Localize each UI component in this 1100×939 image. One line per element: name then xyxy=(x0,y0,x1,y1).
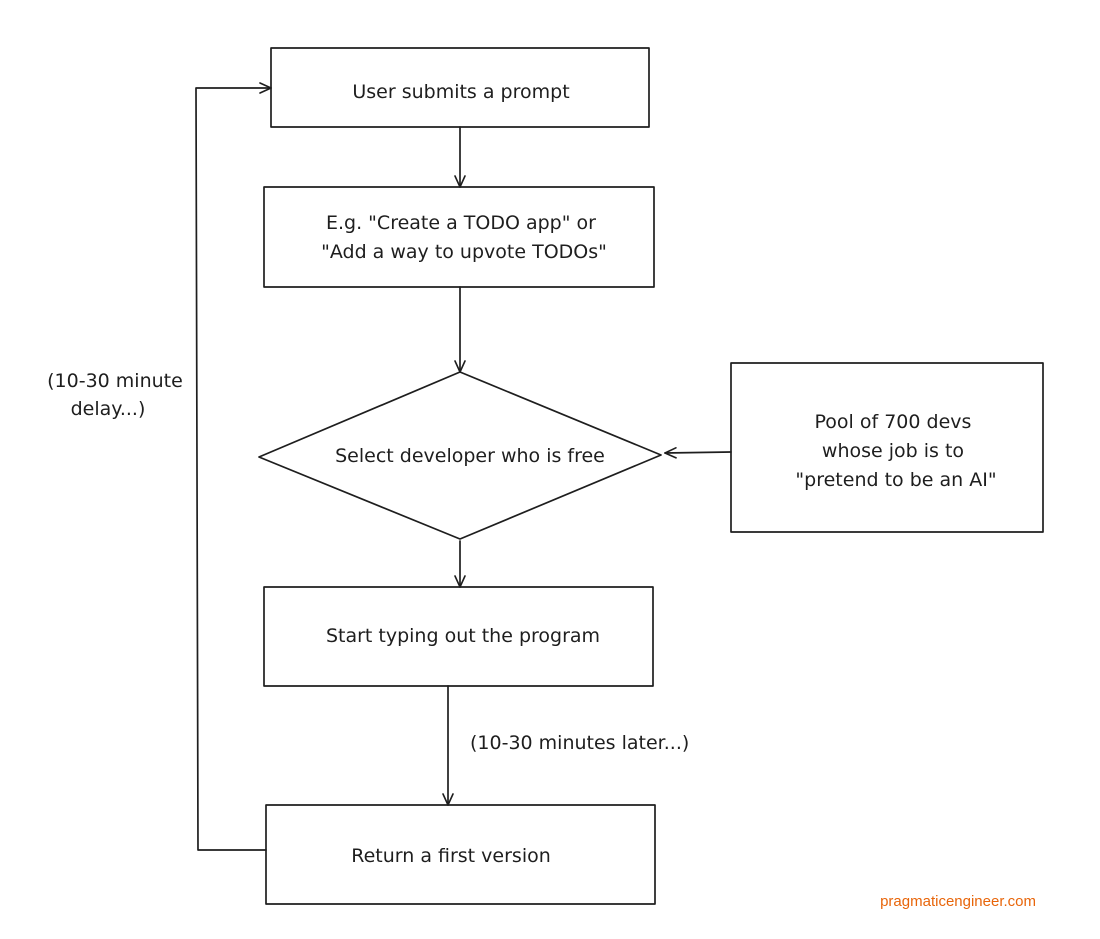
connectors xyxy=(195,82,732,851)
annotation-minute-delay-line-2: delay...) xyxy=(71,398,146,420)
label-user-submits: User submits a prompt xyxy=(352,81,569,103)
annotations: (10-30 minutes later...) (10-30 minute d… xyxy=(47,370,689,754)
node-box-dev-pool[interactable] xyxy=(730,362,1044,533)
node-labels: User submits a prompt E.g. "Create a TOD… xyxy=(321,81,996,867)
node-box-user-submits[interactable] xyxy=(270,47,650,128)
label-example-prompts: E.g. "Create a TODO app" or "Add a way t… xyxy=(321,212,607,263)
arrow-pool-to-select xyxy=(664,447,732,459)
label-select-developer: Select developer who is free xyxy=(335,445,605,467)
annotation-minutes-later-line: (10-30 minutes later...) xyxy=(470,732,689,754)
label-select-developer-line: Select developer who is free xyxy=(335,445,605,467)
node-box-return-version[interactable] xyxy=(265,804,656,905)
label-return-version-line: Return a first version xyxy=(351,845,551,867)
shapes xyxy=(258,47,1044,905)
label-start-typing-line: Start typing out the program xyxy=(326,625,600,647)
annotation-minutes-later: (10-30 minutes later...) xyxy=(470,732,689,754)
label-dev-pool-line-2: whose job is to xyxy=(822,440,964,462)
label-dev-pool: Pool of 700 devs whose job is to "preten… xyxy=(795,411,996,491)
node-box-example-prompts[interactable] xyxy=(263,186,655,288)
arrow-return-loop-to-submit xyxy=(195,82,272,851)
label-user-submits-line: User submits a prompt xyxy=(352,81,569,103)
label-dev-pool-line-3: "pretend to be an AI" xyxy=(795,469,996,491)
label-return-version: Return a first version xyxy=(351,845,551,867)
label-example-prompts-line-2: "Add a way to upvote TODOs" xyxy=(321,241,607,263)
label-start-typing: Start typing out the program xyxy=(326,625,600,647)
annotation-minute-delay-line-1: (10-30 minute xyxy=(47,370,183,392)
label-dev-pool-line-1: Pool of 700 devs xyxy=(815,411,972,433)
label-example-prompts-line-1: E.g. "Create a TODO app" or xyxy=(326,212,596,234)
annotation-minute-delay: (10-30 minute delay...) xyxy=(47,370,189,420)
node-diamond-select-developer[interactable] xyxy=(258,371,662,540)
node-box-start-typing[interactable] xyxy=(263,586,654,687)
watermark-text: pragmaticengineer.com xyxy=(880,893,1036,910)
